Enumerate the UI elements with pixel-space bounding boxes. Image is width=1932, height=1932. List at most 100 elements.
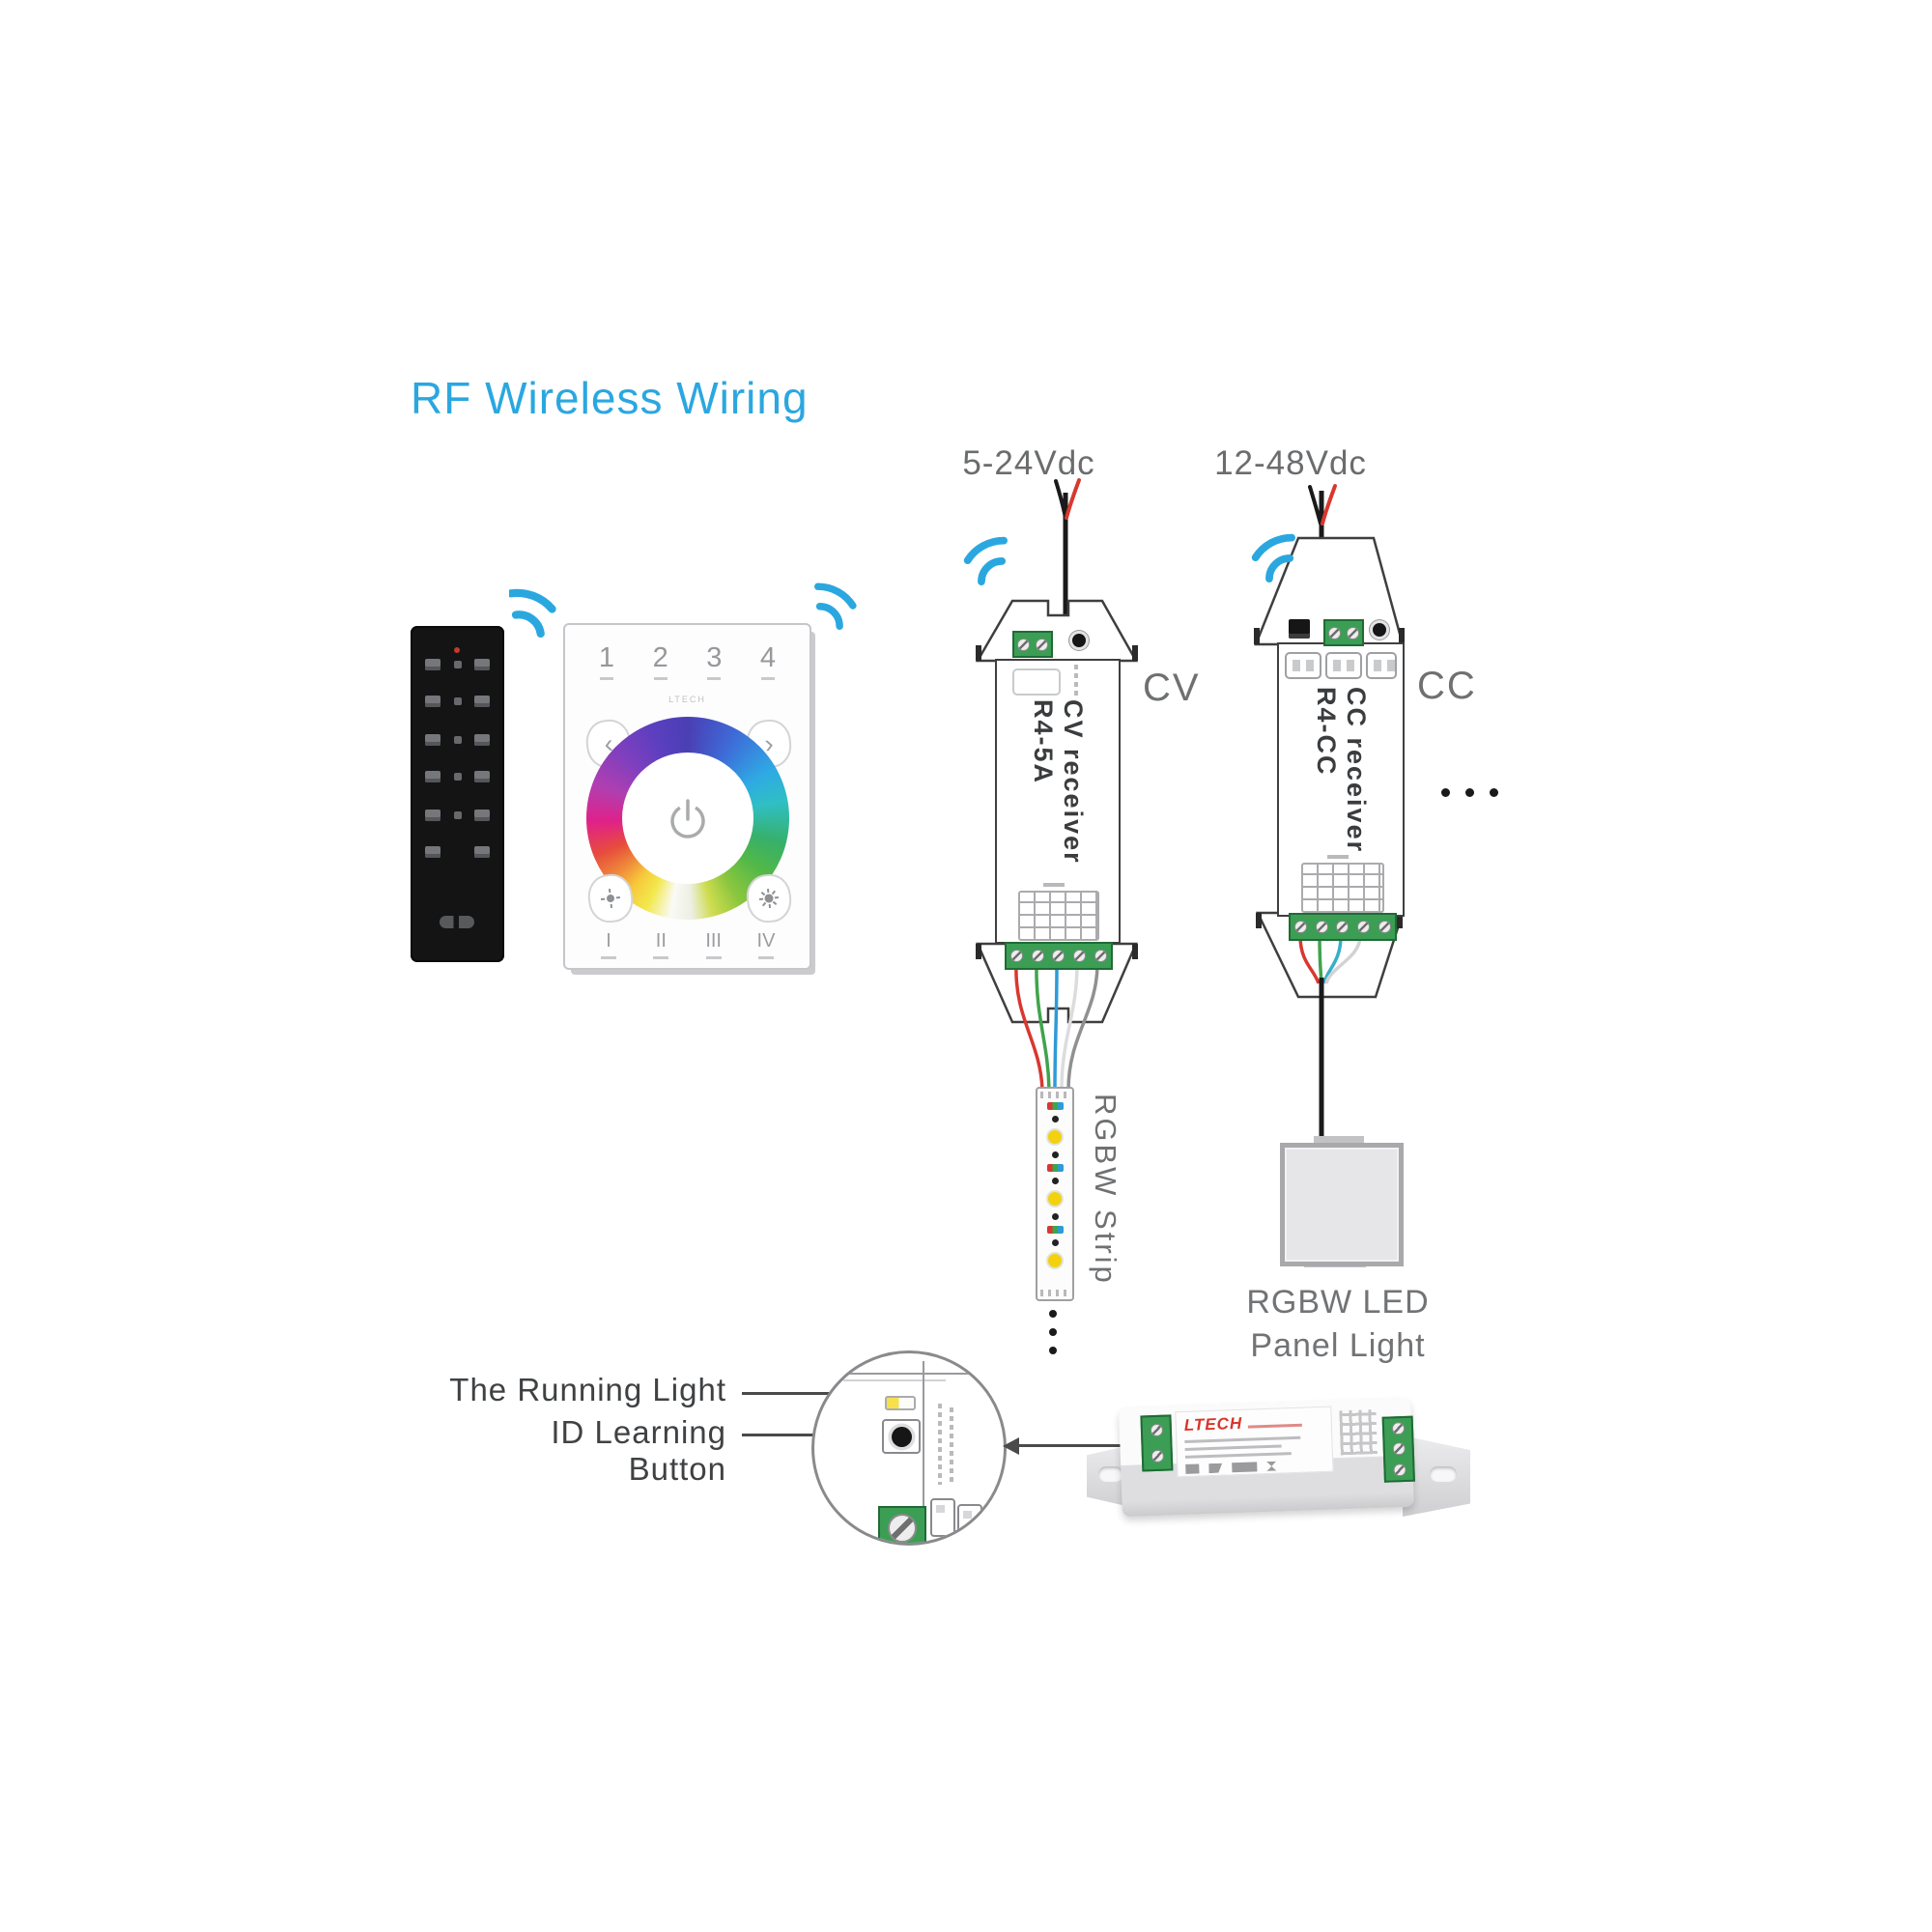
wifi-icon — [509, 588, 567, 638]
cv-tag: CV — [1143, 667, 1201, 709]
detail-circle — [811, 1350, 1007, 1546]
remote-key-icon — [474, 771, 490, 782]
cc-output-socket — [1301, 863, 1384, 913]
cc-receiver-body: CC receiver R4-CC — [1277, 642, 1405, 917]
arrow-head-icon — [1003, 1437, 1019, 1455]
cc-voltage-label: 12-48Vdc — [1214, 444, 1367, 482]
scene-button: II — [646, 930, 675, 959]
rgb-led — [1046, 1164, 1064, 1172]
id-learning-label: ID Learning Button — [551, 1414, 726, 1487]
screw-icon — [1378, 921, 1391, 933]
screw-icon — [1094, 950, 1107, 962]
detail-connector — [957, 1504, 982, 1543]
wall-touch-panel: 1 2 3 4 LTECH ‹ › I II III IV — [563, 623, 811, 970]
remote-key-icon — [425, 696, 440, 707]
remote-key-icon — [425, 771, 440, 782]
white-led — [1046, 1128, 1064, 1146]
screw-icon — [1336, 921, 1350, 933]
psu-output-terminal — [1381, 1415, 1415, 1483]
remote-key-label — [453, 736, 462, 744]
scene-button: III — [699, 930, 728, 959]
remote-key-label — [453, 697, 462, 705]
id-learning-arrow — [742, 1434, 850, 1436]
white-led — [1046, 1252, 1064, 1269]
remote-key-icon — [474, 659, 490, 670]
remote-key-icon — [425, 659, 440, 670]
cert-mark-icon — [1266, 1462, 1276, 1471]
remote-key-icon — [474, 696, 490, 707]
cc-output-terminal — [1289, 913, 1397, 941]
rgbw-strip — [1036, 1087, 1074, 1301]
cv-output-terminal — [1005, 942, 1113, 970]
screw-icon — [1052, 950, 1065, 962]
zone-button: 3 — [697, 642, 730, 680]
led-dot — [1051, 1239, 1059, 1246]
zone-button: 2 — [644, 642, 677, 680]
psu-vent-grid — [1339, 1409, 1378, 1456]
cv-receiver-body: CV receiver R4-5A — [995, 659, 1121, 944]
panel-light-caption: RGBW LED Panel Light — [1246, 1284, 1430, 1364]
psu-input-terminal — [1140, 1414, 1174, 1472]
screw-icon — [888, 1514, 917, 1543]
rgb-led — [1046, 1102, 1064, 1110]
cc-output-label-mark — [1327, 855, 1349, 859]
remote-key-icon — [474, 734, 490, 746]
cv-output-label-mark — [1043, 883, 1065, 887]
screw-icon — [1328, 626, 1341, 639]
cc-id-button — [1373, 623, 1386, 637]
screw-icon — [1294, 921, 1308, 933]
screw-icon — [1392, 1442, 1406, 1456]
remote-key-icon — [425, 810, 440, 821]
handheld-remote — [411, 626, 504, 962]
color-wheel-center — [622, 753, 753, 884]
id-learning-button — [882, 1419, 921, 1454]
scene-button: I — [594, 930, 623, 959]
cv-output-wires — [1014, 963, 1099, 1091]
remote-key-label — [453, 773, 462, 781]
more-receivers-ellipsis — [1441, 788, 1498, 797]
psu-text-line — [1184, 1435, 1301, 1443]
led-dot — [1051, 1151, 1059, 1158]
white-led — [1046, 1190, 1064, 1208]
running-light-led — [885, 1396, 916, 1410]
cert-mark-icon — [1185, 1463, 1200, 1474]
cc-top-connector — [1366, 652, 1397, 679]
running-light-arrow — [742, 1392, 856, 1395]
remote-key-icon — [474, 846, 490, 858]
zone-number-row: 1 2 3 4 — [590, 642, 784, 680]
device-edge-line — [843, 1379, 946, 1381]
detail-connector — [930, 1498, 955, 1537]
screw-icon — [1315, 921, 1328, 933]
screw-icon — [1151, 1449, 1164, 1463]
led-dot — [1051, 1178, 1059, 1184]
psu-text-line — [1184, 1444, 1282, 1451]
running-light-label: The Running Light — [449, 1372, 726, 1407]
panel-brand-text: LTECH — [668, 695, 706, 704]
cv-voltage-label: 5-24Vdc — [962, 444, 1095, 482]
device-edge-line — [832, 1373, 977, 1375]
cert-mark-icon — [1232, 1462, 1258, 1473]
address-setting-text — [938, 1404, 942, 1485]
cv-top-marks — [1074, 665, 1078, 696]
psu-brand-logo: LTECH — [1183, 1413, 1243, 1435]
screw-icon — [1150, 1423, 1163, 1437]
screw-icon — [1347, 626, 1359, 639]
cv-receiver-name: CV receiver R4-5A — [1029, 699, 1088, 865]
cc-top-connector — [1325, 652, 1362, 679]
remote-indicator-led — [454, 647, 460, 653]
detail-screw-terminal — [878, 1506, 926, 1543]
rgbw-strip-label: RGBW Strip — [1089, 1094, 1122, 1286]
brightness-up-icon — [744, 871, 794, 925]
screw-icon — [1031, 950, 1044, 962]
scene-row: I II III IV — [594, 930, 781, 959]
cc-dip-switch — [1289, 619, 1310, 639]
screw-icon — [1036, 638, 1048, 651]
brightness-down-icon — [585, 871, 636, 925]
remote-key-label — [453, 811, 462, 819]
zone-button: 1 — [590, 642, 623, 680]
screw-icon — [1357, 921, 1371, 933]
power-icon — [670, 799, 705, 838]
cert-mark-icon — [1208, 1463, 1222, 1473]
screw-icon — [1017, 638, 1030, 651]
